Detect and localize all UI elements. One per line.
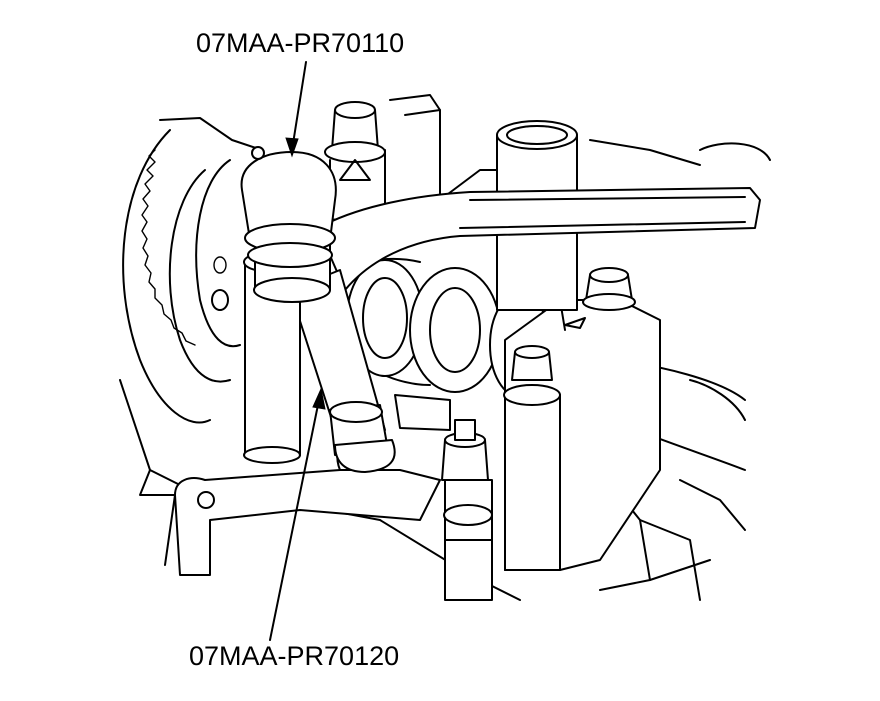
cam-holder-right [503, 267, 661, 571]
valve-adjuster [394, 394, 493, 601]
tool-label-upper: 07MAA-PR70110 [196, 28, 405, 58]
leader-line-lower [269, 387, 326, 641]
head-bolt-top [324, 101, 386, 221]
tool-label-lower: 07MAA-PR70120 [189, 641, 400, 671]
lower-bracket [164, 435, 441, 576]
tool-07MAA-PR70110 [240, 146, 337, 303]
leader-line-upper [285, 61, 307, 158]
cam-sprocket [122, 129, 241, 424]
tool-07MAA-PR70120 [289, 269, 396, 473]
wrench-handle [317, 187, 761, 291]
